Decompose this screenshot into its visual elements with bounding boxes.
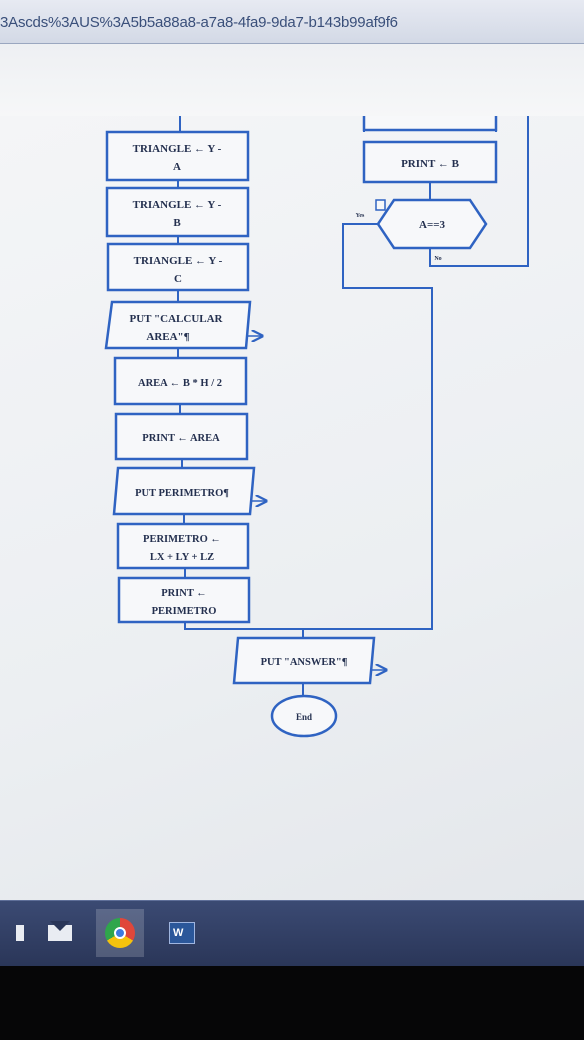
triangle-c-line1: TRIANGLE ← Y - (134, 255, 223, 267)
taskbar-mail[interactable] (40, 913, 80, 953)
calcular-area-line2: AREA"¶ (146, 331, 189, 343)
area-calc-text: AREA ← B * H / 2 (138, 378, 222, 389)
mail-icon (48, 921, 72, 941)
output-put-perimetro: PUT PERIMETRO¶ (112, 466, 266, 516)
put-perimetro-text: PUT PERIMETRO¶ (135, 488, 229, 499)
perimetro-calc-line1: PERIMETRO ← (143, 534, 221, 545)
output-put-answer: PUT "ANSWER"¶ (232, 636, 386, 685)
editor-toolbar-area (0, 44, 584, 117)
print-perimetro-line1: PRINT ← (161, 588, 207, 599)
url-text[interactable]: 3Ascds%3AUS%3A5b5a88a8-a7a8-4fa9-9da7-b1… (0, 14, 398, 31)
left-connectors (177, 116, 433, 697)
triangle-a-line1: TRIANGLE ← Y - (133, 143, 222, 155)
flowchart-canvas: TRIANGLE ← Y - A TRIANGLE ← Y - B TRIANG… (0, 116, 584, 900)
taskbar-word[interactable]: W (162, 913, 202, 953)
print-area-text: PRINT ← AREA (142, 433, 220, 444)
chrome-icon (105, 918, 135, 948)
output-calcular-area: PUT "CALCULAR AREA"¶ (104, 300, 262, 350)
monitor-bezel (0, 966, 584, 1040)
flowchart-diagram: TRIANGLE ← Y - A TRIANGLE ← Y - B TRIANG… (104, 116, 529, 738)
process-triangle-b: TRIANGLE ← Y - B (105, 186, 250, 238)
process-print-area: PRINT ← AREA (114, 412, 249, 461)
windows-taskbar: W (0, 900, 584, 967)
triangle-a-line2: A (173, 161, 181, 173)
yes-label: Yes (356, 213, 365, 219)
triangle-b-line1: TRIANGLE ← Y - (133, 199, 222, 211)
print-b-text: PRINT ← B (401, 158, 460, 170)
process-area-calc: AREA ← B * H / 2 (113, 356, 248, 406)
process-triangle-a: TRIANGLE ← Y - A (105, 130, 250, 182)
process-perimetro-calc: PERIMETRO ← LX + LY + LZ (116, 522, 250, 570)
triangle-c-line2: C (174, 273, 182, 285)
calcular-area-line1: PUT "CALCULAR (130, 313, 224, 325)
process-print-perimetro: PRINT ← PERIMETRO (117, 576, 251, 624)
taskbar-chrome[interactable] (96, 909, 144, 957)
word-icon: W (169, 922, 195, 944)
triangle-b-line2: B (173, 217, 181, 229)
perimetro-calc-line2: LX + LY + LZ (150, 552, 214, 563)
process-triangle-c: TRIANGLE ← Y - C (106, 242, 250, 292)
print-perimetro-line2: PERIMETRO (152, 606, 217, 617)
partial-app-icon (16, 925, 24, 941)
decision-a-equals-3: A==3 Yes No (356, 198, 488, 262)
partial-process-box (362, 116, 498, 132)
breakpoint-marker-icon[interactable] (375, 199, 386, 211)
no-label: No (434, 256, 441, 262)
taskbar-partial-app[interactable] (0, 913, 40, 953)
put-answer-text: PUT "ANSWER"¶ (261, 657, 348, 668)
process-print-b: PRINT ← B (362, 140, 498, 184)
end-text: End (296, 712, 312, 722)
browser-address-bar[interactable]: 3Ascds%3AUS%3A5b5a88a8-a7a8-4fa9-9da7-b1… (0, 0, 584, 44)
decision-text: A==3 (419, 219, 445, 231)
terminal-end: End (270, 694, 338, 738)
